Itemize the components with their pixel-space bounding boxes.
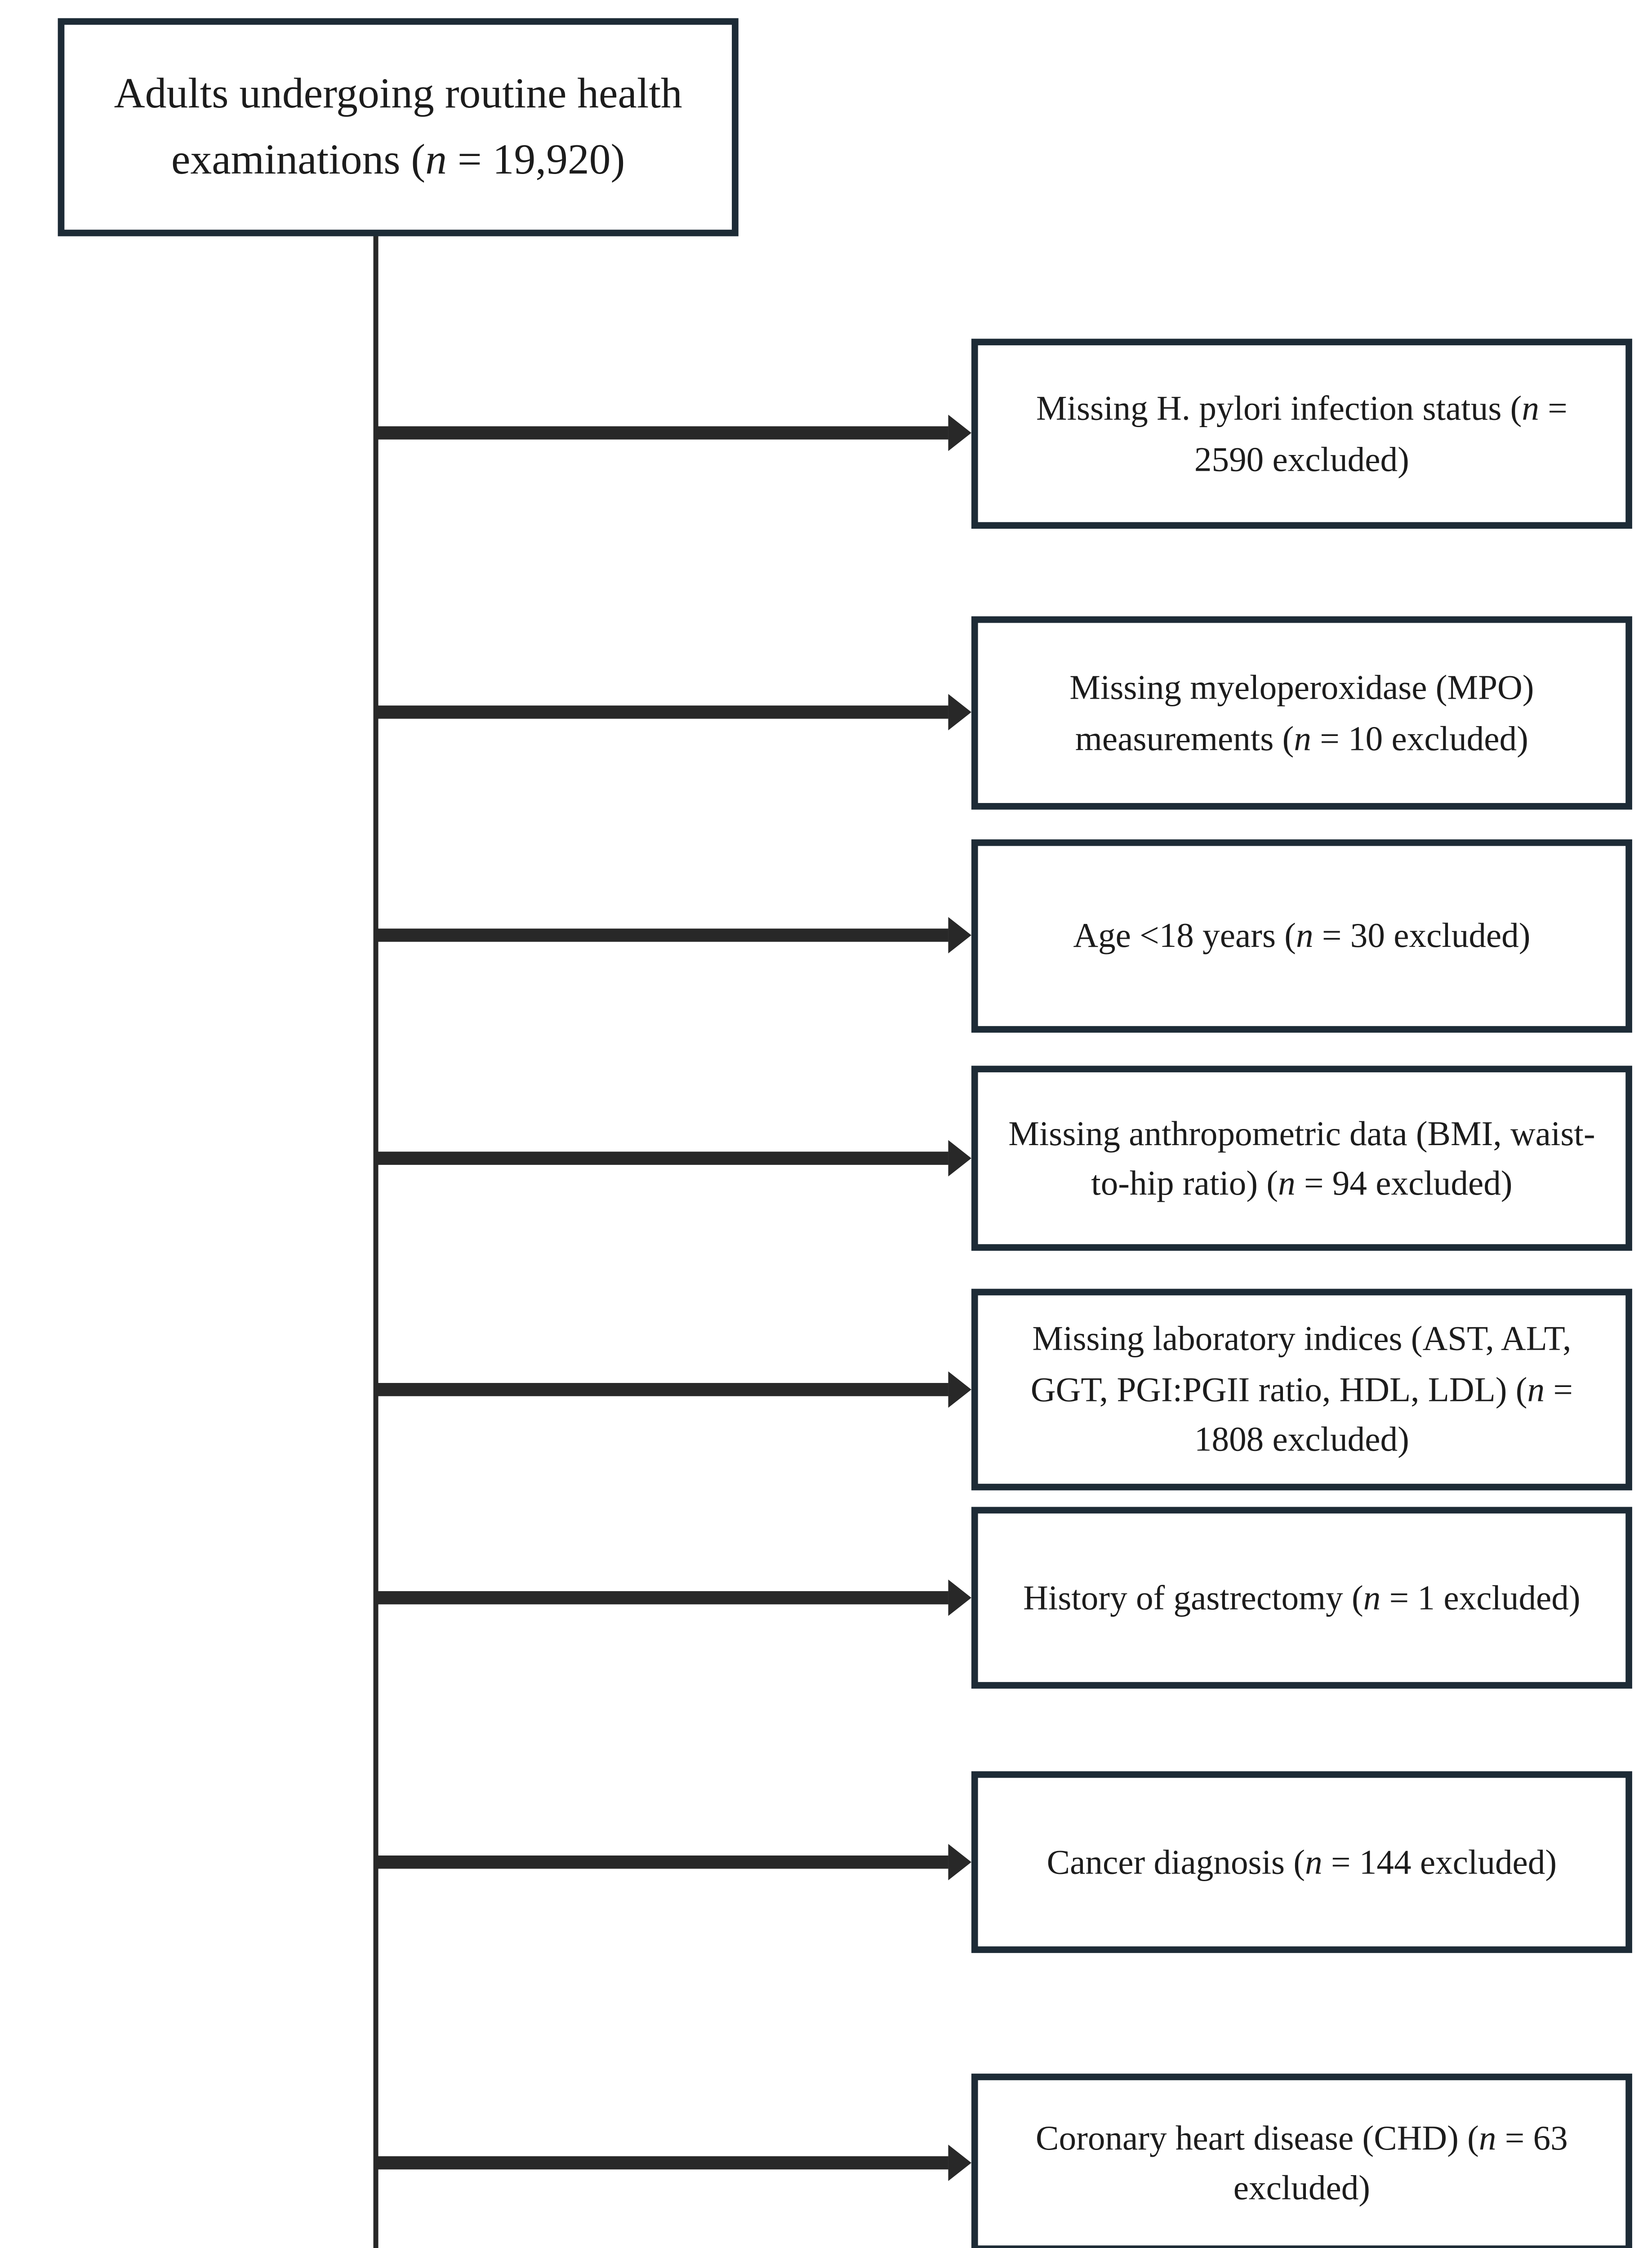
arrow-shaft xyxy=(376,928,948,942)
n-variable: n xyxy=(1305,1842,1322,1882)
arrow-shaft xyxy=(376,1591,948,1605)
n-variable: n xyxy=(1363,1577,1381,1618)
text-prefix: Adults undergoing routine health examina… xyxy=(114,69,682,183)
exclusion-box-5: Missing laboratory indices (AST, ALT, GG… xyxy=(971,1289,1632,1490)
exclusion-text: Missing myeloperoxidase (MPO) measuremen… xyxy=(1006,663,1598,763)
text-suffix: = 19,920) xyxy=(447,135,625,183)
arrowhead-right-icon xyxy=(948,1844,971,1881)
exclusion-text: Coronary heart disease (CHD) (n = 63 exc… xyxy=(1006,2113,1598,2213)
exclusion-box-7: Cancer diagnosis (n = 144 excluded) xyxy=(971,1771,1632,1953)
n-variable: n xyxy=(1294,718,1311,758)
n-variable: n xyxy=(425,135,447,183)
arrowhead-right-icon xyxy=(948,415,971,451)
arrow-shaft xyxy=(376,2156,948,2170)
exclusion-box-6: History of gastrectomy (n = 1 excluded) xyxy=(971,1507,1632,1689)
exclusion-arrow-6 xyxy=(376,1579,971,1616)
text-suffix: = 10 excluded) xyxy=(1311,718,1528,758)
source-population-text: Adults undergoing routine health examina… xyxy=(93,61,704,194)
text-prefix: Missing laboratory indices (AST, ALT, GG… xyxy=(1030,1319,1572,1409)
n-variable: n xyxy=(1527,1369,1545,1409)
n-variable: n xyxy=(1522,388,1539,428)
exclusion-arrow-8 xyxy=(376,2145,971,2181)
text-suffix: = 30 excluded) xyxy=(1313,915,1531,956)
exclusion-arrow-1 xyxy=(376,415,971,451)
arrow-shaft xyxy=(376,1151,948,1165)
exclusion-arrow-5 xyxy=(376,1371,971,1408)
text-prefix: Cancer diagnosis ( xyxy=(1046,1842,1305,1882)
exclusion-box-4: Missing anthropometric data (BMI, waist-… xyxy=(971,1066,1632,1251)
source-population-box: Adults undergoing routine health examina… xyxy=(58,18,739,236)
arrow-shaft xyxy=(376,1383,948,1396)
n-variable: n xyxy=(1478,2117,1496,2157)
exclusion-text: Age <18 years (n = 30 excluded) xyxy=(1073,911,1530,961)
arrowhead-right-icon xyxy=(948,917,971,954)
text-prefix: Missing anthropometric data (BMI, waist-… xyxy=(1008,1113,1595,1203)
n-variable: n xyxy=(1278,1163,1296,1203)
exclusion-text: Cancer diagnosis (n = 144 excluded) xyxy=(1047,1837,1557,1887)
main-flow-line xyxy=(373,236,378,2248)
text-prefix: Coronary heart disease (CHD) ( xyxy=(1036,2117,1479,2157)
text-suffix: = 2590 excluded) xyxy=(1194,388,1567,478)
exclusion-text: Missing anthropometric data (BMI, waist-… xyxy=(1006,1108,1598,1209)
arrowhead-right-icon xyxy=(948,2145,971,2181)
arrow-shaft xyxy=(376,705,948,719)
exclusion-box-3: Age <18 years (n = 30 excluded) xyxy=(971,839,1632,1033)
n-variable: n xyxy=(1296,915,1314,956)
exclusion-arrow-2 xyxy=(376,694,971,731)
exclusion-box-2: Missing myeloperoxidase (MPO) measuremen… xyxy=(971,616,1632,810)
arrowhead-right-icon xyxy=(948,1579,971,1616)
exclusion-box-8: Coronary heart disease (CHD) (n = 63 exc… xyxy=(971,2074,1632,2248)
text-prefix: History of gastrectomy ( xyxy=(1023,1577,1363,1618)
exclusion-text: History of gastrectomy (n = 1 excluded) xyxy=(1023,1573,1580,1623)
text-prefix: Missing myeloperoxidase (MPO) measuremen… xyxy=(1069,667,1534,758)
text-suffix: = 94 excluded) xyxy=(1295,1163,1513,1203)
exclusion-arrow-3 xyxy=(376,917,971,954)
exclusion-arrow-7 xyxy=(376,1844,971,1881)
exclusion-text: Missing laboratory indices (AST, ALT, GG… xyxy=(1006,1314,1598,1465)
text-suffix: = 1808 excluded) xyxy=(1194,1369,1573,1459)
text-suffix: = 144 excluded) xyxy=(1322,1842,1557,1882)
arrowhead-right-icon xyxy=(948,694,971,731)
exclusion-text: Missing H. pylori infection status (n = … xyxy=(1006,384,1598,484)
text-prefix: Age <18 years ( xyxy=(1073,915,1296,956)
arrowhead-right-icon xyxy=(948,1140,971,1177)
arrowhead-right-icon xyxy=(948,1371,971,1408)
text-suffix: = 1 excluded) xyxy=(1380,1577,1581,1618)
arrow-shaft xyxy=(376,1855,948,1869)
exclusion-box-1: Missing H. pylori infection status (n = … xyxy=(971,339,1632,529)
text-suffix: = 63 excluded) xyxy=(1233,2117,1568,2208)
text-prefix: Missing H. pylori infection status ( xyxy=(1036,388,1522,428)
arrow-shaft xyxy=(376,426,948,440)
exclusion-arrow-4 xyxy=(376,1140,971,1177)
